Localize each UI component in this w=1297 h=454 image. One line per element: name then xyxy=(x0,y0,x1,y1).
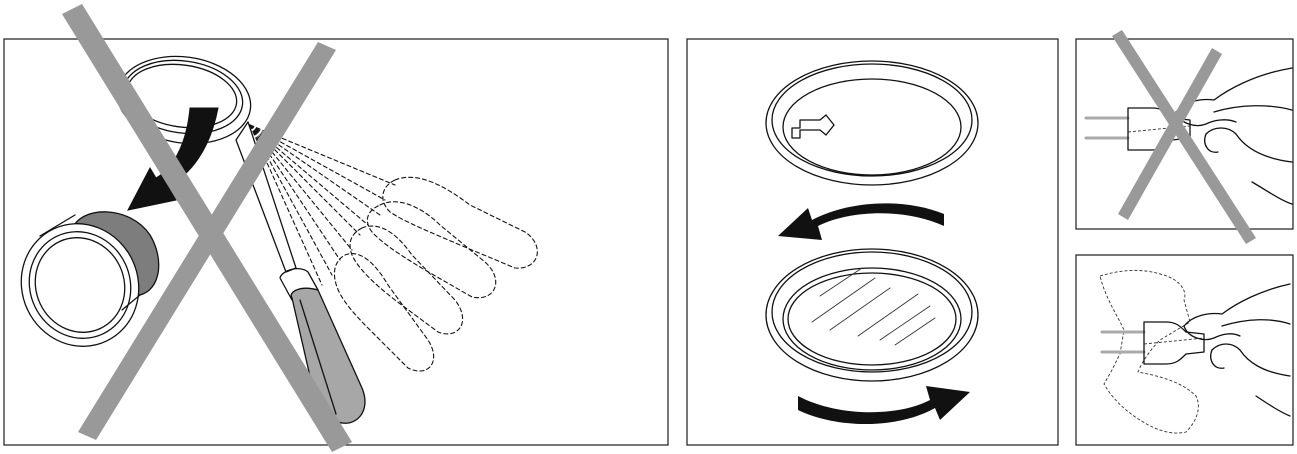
glass-cover-icon xyxy=(20,211,160,347)
cross-prohibited-icon xyxy=(62,4,352,452)
lamp-ring-icon xyxy=(765,60,979,186)
curved-arrow-icon xyxy=(127,107,219,211)
tissue-outline xyxy=(1099,269,1199,434)
panel-frame xyxy=(1075,254,1294,446)
hand-icon xyxy=(1175,67,1293,205)
halogen-bulb-icon xyxy=(791,114,835,139)
panel-hold-bulb-by-base xyxy=(1075,254,1294,446)
panel-no-touching-bulb-glass xyxy=(1075,30,1294,244)
cross-prohibited-icon xyxy=(1112,30,1256,244)
rotate-arrow-icon xyxy=(798,386,970,425)
halogen-bulb-icon xyxy=(1100,321,1205,365)
panel-rotate-to-remove-cover xyxy=(686,38,1059,446)
panel-frame xyxy=(686,38,1059,446)
panel-no-prying-with-screwdriver xyxy=(3,4,669,452)
spray-motion-icon xyxy=(249,124,538,372)
glass-cover-icon xyxy=(765,248,979,382)
rotate-arrow-icon xyxy=(778,203,944,240)
hand-icon xyxy=(1183,283,1291,417)
screwdriver-icon xyxy=(235,121,366,424)
